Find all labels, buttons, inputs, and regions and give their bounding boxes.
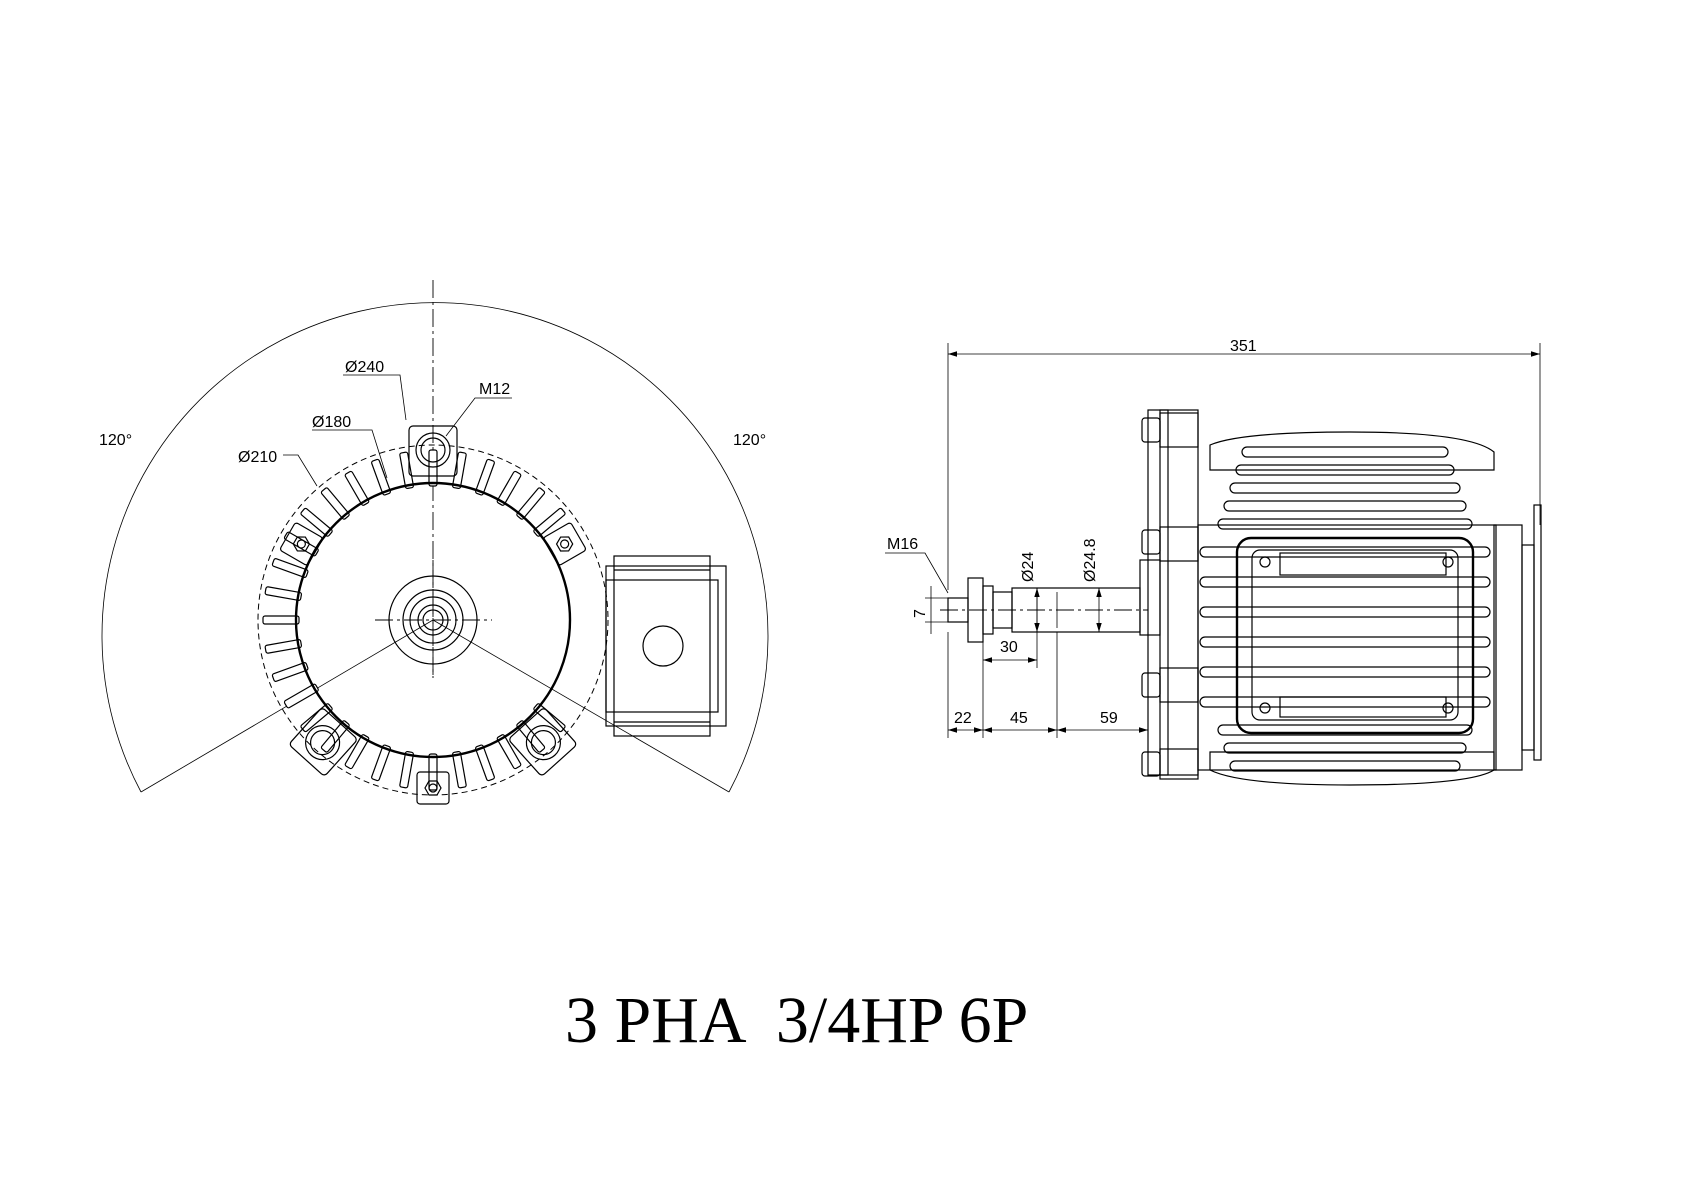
label-m12: M12 [479, 381, 510, 398]
side-fin [1223, 742, 1467, 754]
cooling-fin [475, 458, 495, 496]
cooling-fin [371, 458, 391, 496]
leader-210 [283, 454, 318, 487]
cooling-fin [264, 586, 303, 601]
cooling-fin [371, 744, 391, 782]
cooling-fin [344, 734, 370, 770]
terminal-box [605, 555, 727, 737]
label-dia-240: Ø240 [345, 359, 384, 376]
side-fins [1199, 431, 1495, 786]
label-dim-59: 59 [1100, 710, 1118, 727]
side-fin [1199, 606, 1491, 618]
flange-bolts [1141, 412, 1199, 780]
shaft-end [375, 560, 492, 678]
leader-m12 [445, 397, 512, 437]
leader-180 [312, 429, 388, 479]
mounting-lug [408, 425, 458, 477]
label-dia-24: Ø24 [1020, 552, 1037, 582]
cooling-fin [452, 750, 467, 789]
label-dia-210: Ø210 [238, 449, 277, 466]
mounting-lug [509, 708, 577, 776]
cooling-fin [428, 449, 438, 487]
label-dim-45: 45 [1010, 710, 1028, 727]
mounting-lug [416, 771, 450, 805]
cooling-fin [516, 720, 546, 753]
cooling-fin [399, 451, 414, 490]
cooling-fin [320, 720, 350, 753]
cooling-fin [283, 683, 319, 709]
label-angle-right: 120° [733, 432, 766, 449]
side-fin [1229, 760, 1461, 772]
side-terminal-box [1235, 536, 1475, 735]
cooling-fin [264, 639, 303, 654]
label-dia-24-8: Ø24.8 [1082, 538, 1099, 582]
angle-arc [101, 302, 769, 793]
side-fin [1199, 576, 1491, 588]
cooling-fin [496, 734, 522, 770]
cooling-fin [320, 487, 350, 520]
mounting-lug [543, 522, 586, 566]
cooling-fin [452, 451, 467, 490]
cooling-fin [271, 558, 309, 578]
cooling-fin [300, 507, 333, 537]
motor-body-circle [294, 481, 572, 759]
side-fin [1229, 482, 1461, 494]
title: 3 PHA 3/4HP 6P [565, 984, 1028, 1057]
cooling-fin [496, 470, 522, 506]
label-m16: M16 [887, 536, 918, 553]
cooling-fin [475, 744, 495, 782]
mounting-lugs [280, 425, 586, 805]
label-dim-7: 7 [912, 609, 929, 618]
label-dim-30: 30 [1000, 639, 1018, 656]
leader-240 [343, 374, 407, 421]
cooling-fin [262, 615, 300, 625]
cooling-fin [516, 487, 546, 520]
cooling-fins [262, 449, 566, 791]
leader-m16 [885, 552, 949, 594]
side-view: 351 [885, 338, 1542, 786]
cooling-fin [271, 662, 309, 682]
side-fin [1217, 518, 1473, 530]
mounting-lug [289, 708, 357, 776]
side-flange [1159, 409, 1199, 776]
cable-entry-circle [642, 625, 684, 667]
angle-leg-right [432, 619, 730, 793]
side-fin [1199, 666, 1491, 678]
front-view: 120° 120° Ø240 Ø180 Ø210 M12 [99, 280, 769, 805]
cooling-fin [533, 507, 566, 537]
cooling-fin [344, 470, 370, 506]
side-fin [1223, 500, 1467, 512]
label-dim-22: 22 [954, 710, 972, 727]
label-351: 351 [1230, 338, 1257, 355]
side-fin [1199, 636, 1491, 648]
label-dia-180: Ø180 [312, 414, 351, 431]
label-angle-left: 120° [99, 432, 132, 449]
side-fin [1241, 446, 1449, 458]
cooling-fin [399, 750, 414, 789]
mounting-lug [280, 522, 323, 566]
